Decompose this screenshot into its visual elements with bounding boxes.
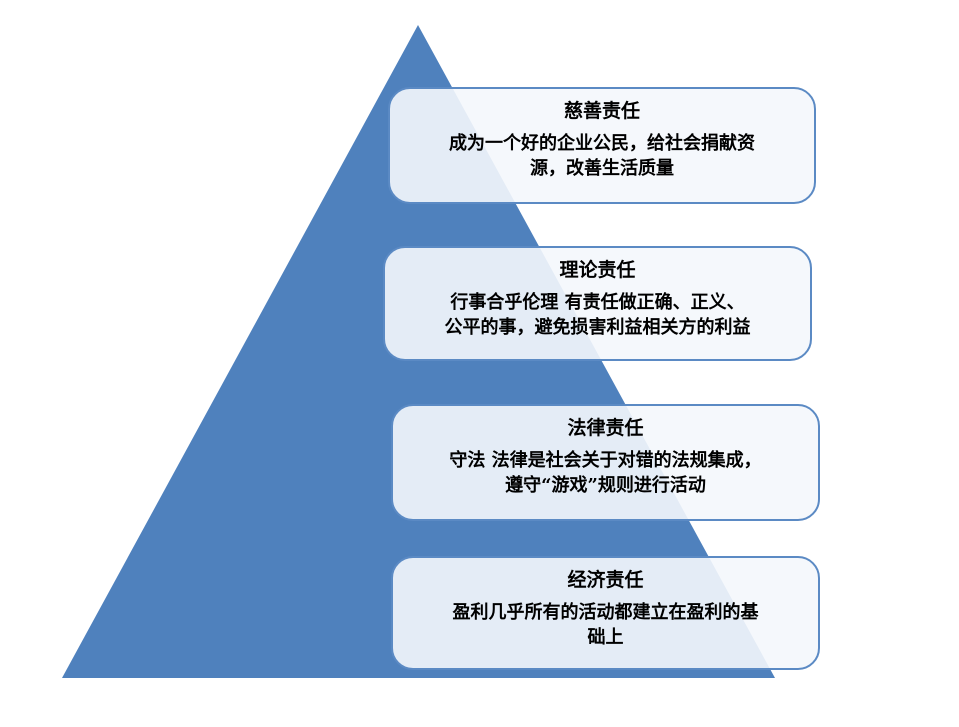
level-description: 守法 法律是社会关于对错的法规集成， 遵守“游戏”规则进行活动 — [393, 448, 818, 498]
description-line: 守法 法律是社会关于对错的法规集成， — [449, 450, 762, 471]
description-line: 础上 — [587, 627, 624, 648]
level-title: 慈善责任 — [563, 100, 640, 122]
level-title: 经济责任 — [567, 569, 644, 591]
description-line: 成为一个好的企业公民，给社会捐献资 — [449, 133, 755, 154]
level-description: 行事合乎伦理 有责任做正确、正义、 公平的事，避免损害利益相关方的利益 — [385, 290, 810, 340]
level-legal: 法律责任 守法 法律是社会关于对错的法规集成， 遵守“游戏”规则进行活动 — [391, 404, 820, 521]
level-description: 成为一个好的企业公民，给社会捐献资 源，改善生活质量 — [390, 131, 814, 181]
description-line: 行事合乎伦理 有责任做正确、正义、 — [450, 292, 745, 313]
description-line: 遵守“游戏”规则进行活动 — [505, 475, 706, 496]
level-description: 盈利几乎所有的活动都建立在盈利的基 础上 — [393, 600, 818, 650]
description-line: 公平的事，避免损害利益相关方的利益 — [444, 317, 751, 338]
level-title: 法律责任 — [567, 417, 644, 439]
level-economic: 经济责任 盈利几乎所有的活动都建立在盈利的基 础上 — [391, 556, 820, 670]
description-line: 源，改善生活质量 — [530, 158, 674, 179]
description-line: 盈利几乎所有的活动都建立在盈利的基 — [452, 602, 759, 623]
level-ethical: 理论责任 行事合乎伦理 有责任做正确、正义、 公平的事，避免损害利益相关方的利益 — [383, 246, 812, 361]
level-title: 理论责任 — [559, 259, 636, 281]
level-philanthropic: 慈善责任 成为一个好的企业公民，给社会捐献资 源，改善生活质量 — [388, 87, 816, 204]
